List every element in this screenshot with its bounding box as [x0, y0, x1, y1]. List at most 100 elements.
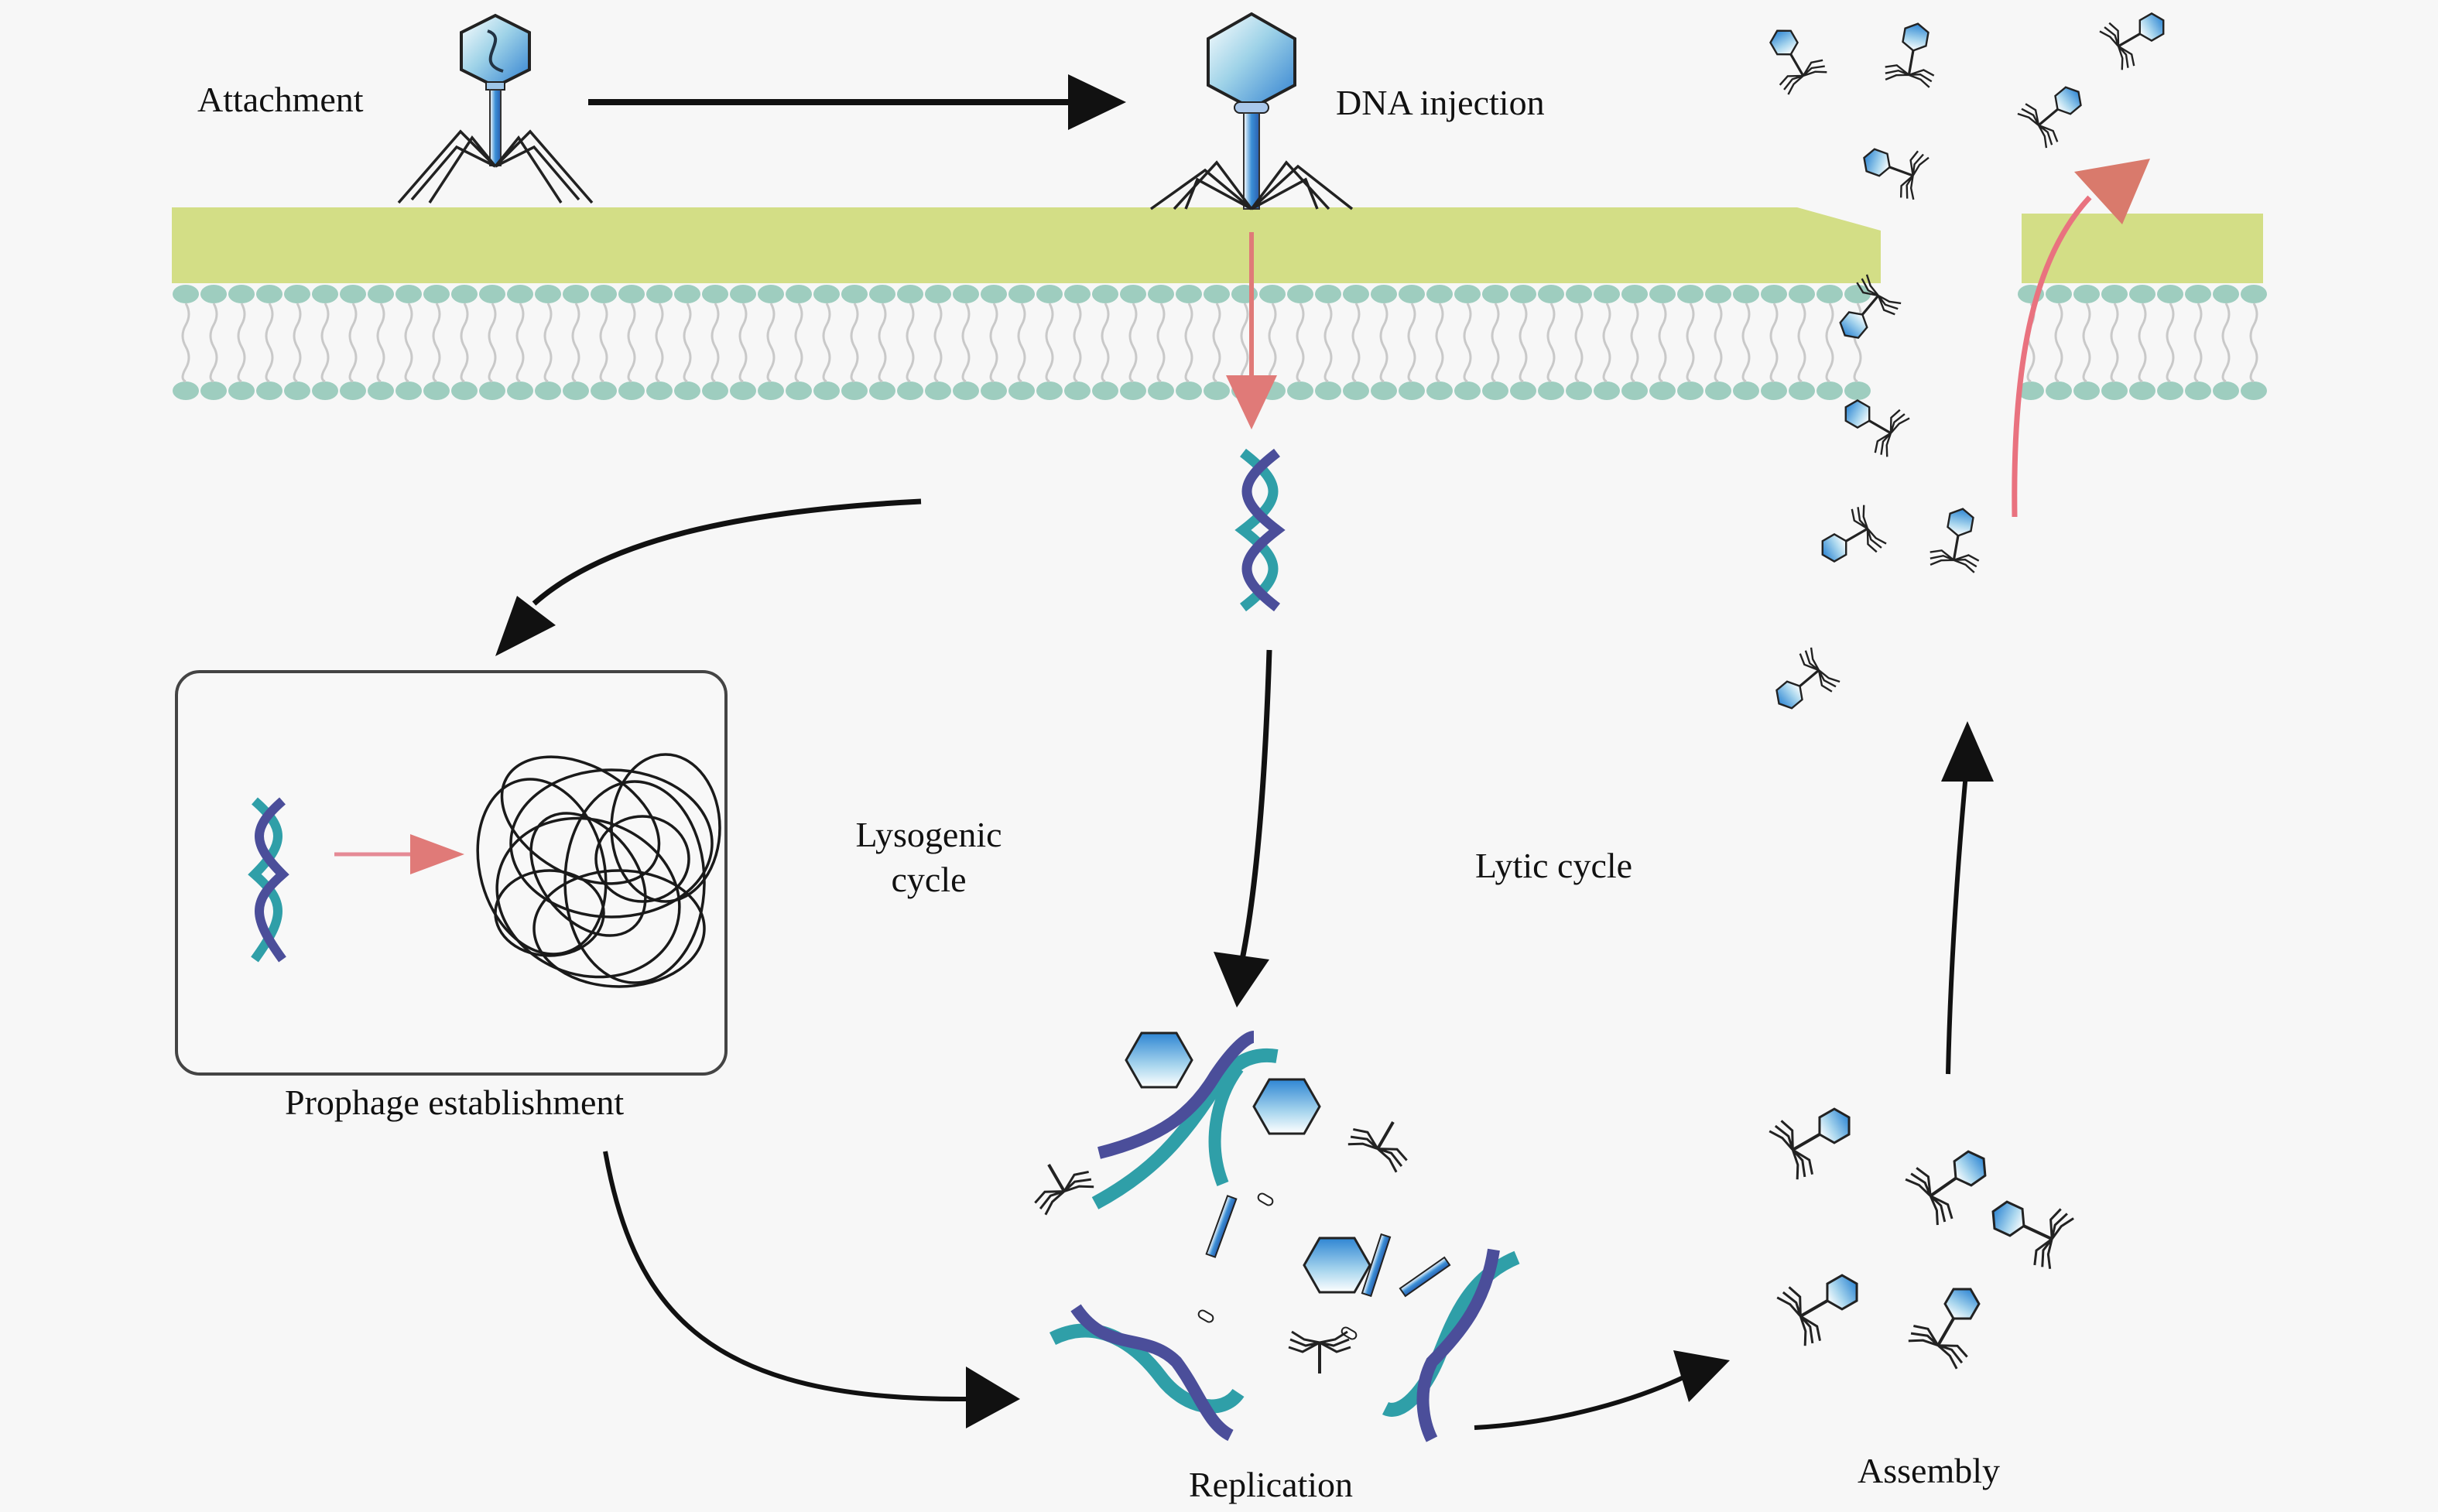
label-lysogenic-cycle: Lysogenic cycle [805, 812, 1053, 901]
lipid-tail [1323, 303, 1333, 383]
lipid-head [1092, 285, 1118, 303]
lipid-head [1204, 381, 1230, 400]
lipid-tail [989, 303, 998, 383]
dna-double-helix-icon [1382, 1248, 1520, 1442]
lipid-tail [1630, 303, 1639, 383]
label-attachment: Attachment [197, 80, 364, 119]
lipid-head [674, 285, 700, 303]
label-assembly: Assembly [1858, 1451, 2000, 1490]
lipid-head [2213, 285, 2239, 303]
lipid-tail [348, 303, 358, 383]
lipid-head [1538, 381, 1564, 400]
lipid-tail [543, 303, 553, 383]
dna-double-helix-icon [1049, 1304, 1245, 1442]
lipid-head [200, 381, 227, 400]
lipid-head [1120, 285, 1146, 303]
lipid-head [591, 285, 617, 303]
released-phage-icon [2016, 73, 2094, 149]
lipid-head [1621, 285, 1648, 303]
lipid-head [479, 381, 505, 400]
lipid-head [2101, 381, 2128, 400]
lipid-head [758, 381, 784, 400]
tail-fiber-icon [1020, 1148, 1098, 1218]
lipid-head [256, 285, 282, 303]
lipid-head [1789, 381, 1815, 400]
released-phage-icon [1883, 19, 1943, 87]
lipid-head [1371, 381, 1397, 400]
lipid-head [1287, 381, 1313, 400]
cell-wall-right [2022, 214, 2263, 283]
lipid-head [312, 381, 338, 400]
lipid-head [1176, 285, 1202, 303]
lipid-tail [571, 303, 580, 383]
lipid-head [1621, 381, 1648, 400]
lipid-head [1426, 285, 1453, 303]
label-dna-injection: DNA injection [1336, 83, 1545, 122]
lipid-head [228, 381, 255, 400]
lipid-tail [1546, 303, 1556, 383]
lipid-tail [1658, 303, 1667, 383]
lipid-head [2018, 381, 2044, 400]
lipid-tail [1797, 303, 1806, 383]
lipid-head [1148, 381, 1174, 400]
released-phage-icon [1810, 503, 1888, 576]
arrow-dna-to-replication [1239, 649, 1272, 960]
lipid-head [507, 381, 533, 400]
capsid-icon [1303, 1237, 1371, 1294]
lipid-head [1705, 285, 1731, 303]
lipid-tail [655, 303, 664, 383]
released-phages [1755, 0, 2176, 723]
lipid-tail [2082, 303, 2091, 383]
lipid-head [618, 285, 645, 303]
arrow-prophage-to-replication [603, 1151, 968, 1402]
lipid-head [479, 285, 505, 303]
lipid-bilayer [173, 285, 2267, 400]
lipid-head [2129, 381, 2156, 400]
assembled-phage-icon [1775, 1257, 1872, 1348]
lipid-head [395, 381, 422, 400]
lipid-head [1148, 285, 1174, 303]
lipid-tail [460, 303, 469, 383]
released-phage-icon [2098, 0, 2176, 72]
lipid-head [1008, 285, 1035, 303]
arrow-replication-to-assembly [1474, 1375, 1685, 1430]
lipid-tail [1686, 303, 1695, 383]
lipid-tail [1268, 303, 1277, 383]
lipid-head [591, 381, 617, 400]
arrow-dna-to-lysogenic [532, 498, 922, 606]
lipid-tail [1156, 303, 1166, 383]
arrowhead-dna-to-lysogenic [495, 596, 556, 656]
lipid-head [813, 285, 840, 303]
lipid-tail [627, 303, 636, 383]
lipid-head [953, 381, 979, 400]
assembly-cluster [1768, 1090, 2075, 1370]
lipid-head [869, 381, 895, 400]
lipid-tail [1240, 303, 1249, 383]
lipid-tail [738, 303, 748, 383]
lipid-tail [1379, 303, 1388, 383]
lipid-head [841, 381, 868, 400]
lipid-head [1482, 285, 1508, 303]
label-lysogenic-line2: cycle [891, 859, 967, 899]
lipid-head [981, 381, 1007, 400]
lipid-head [702, 381, 728, 400]
released-phage-icon [1763, 645, 1841, 722]
lipid-tail [265, 303, 274, 383]
lipid-tail [1741, 303, 1751, 383]
lipid-tail [1463, 303, 1472, 383]
lipid-tail [1491, 303, 1500, 383]
assembled-phage-icon [1904, 1134, 2001, 1228]
arrowhead-replication-to-assembly [1673, 1350, 1730, 1402]
lipid-tail [1574, 303, 1584, 383]
lipid-head [1371, 285, 1397, 303]
lipid-tail [822, 303, 831, 383]
lipid-tail [961, 303, 971, 383]
lipid-head [646, 285, 673, 303]
arrows [495, 74, 2150, 1430]
lipid-head [340, 285, 366, 303]
released-phage-icon [1826, 273, 1902, 351]
lipid-head [1844, 381, 1871, 400]
viral-dna-icon [248, 797, 289, 963]
lipid-tail [237, 303, 246, 383]
